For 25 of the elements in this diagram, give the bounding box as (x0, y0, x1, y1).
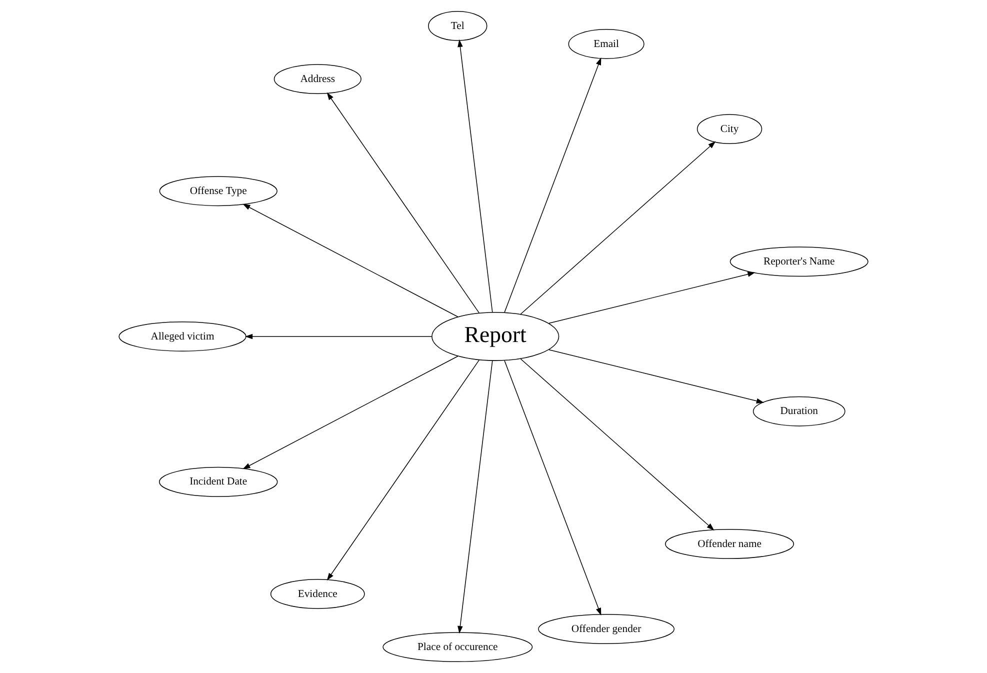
arrow (504, 57, 602, 313)
node-ellipse: Offender gender (538, 614, 675, 644)
node-ellipse: Incident Date (158, 466, 278, 497)
node-ellipse: Evidence (270, 579, 365, 609)
arrow (520, 358, 714, 530)
node-ellipse: Tel (428, 10, 488, 41)
node-ellipse: Offense Type (159, 176, 278, 206)
arrow (504, 360, 602, 616)
arrow (458, 360, 493, 634)
arrow (242, 204, 458, 318)
node-ellipse: Email (568, 29, 644, 59)
arrow (458, 39, 493, 312)
node-ellipse: Report (432, 312, 560, 361)
node-ellipse: Place of occurence (382, 632, 533, 662)
arrow (548, 272, 756, 324)
arrow (326, 360, 480, 581)
arrow (520, 141, 716, 314)
node-ellipse: Address (274, 64, 362, 94)
arrow (326, 92, 480, 314)
node-ellipse: City (696, 114, 762, 144)
arrow (548, 349, 764, 404)
node-ellipse: Offender name (665, 528, 794, 559)
node-ellipse: Alleged victim (118, 322, 246, 352)
arrow (244, 334, 432, 340)
arrow (242, 356, 458, 470)
